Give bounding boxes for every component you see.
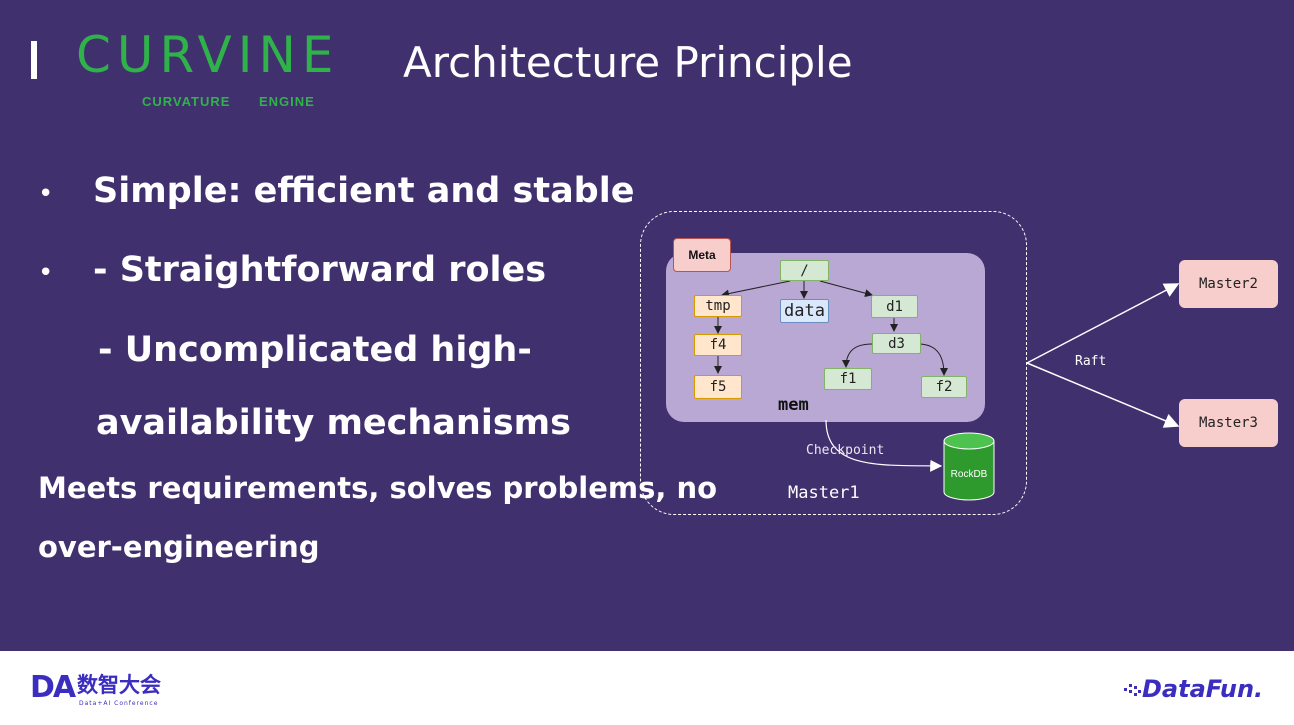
curvine-logo: CURVINE — [76, 26, 340, 84]
master1-label: Master1 — [788, 483, 860, 503]
edge-root-tmp — [721, 280, 791, 298]
bullet-marker: • — [38, 258, 54, 288]
bullet-roles: - Straightforward roles — [93, 250, 547, 290]
tree-node-f4: f4 — [694, 334, 742, 356]
meta-label-box: Meta — [673, 238, 731, 272]
diagram-connectors — [714, 280, 1180, 501]
master1-container — [640, 211, 1027, 515]
tree-node-tmp: tmp — [694, 295, 742, 317]
mem-label: mem — [778, 395, 809, 415]
tree-node-root: / — [780, 260, 829, 281]
tree-node-d3: d3 — [872, 333, 921, 354]
da-logo-sub: Data+AI Conference — [79, 700, 159, 707]
tree-node-f5: f5 — [694, 375, 742, 399]
rockdb-cylinder-icon — [943, 432, 995, 501]
summary-line2: over-engineering — [38, 530, 320, 564]
checkpoint-label: Checkpoint — [806, 443, 885, 458]
bullet-simple: Simple: efficient and stable — [93, 171, 635, 211]
tree-node-f2: f2 — [921, 376, 967, 398]
title-accent-bar — [31, 41, 37, 79]
slide: CURVINE CURVATURE ENGINE Architecture Pr… — [31, 26, 1278, 564]
datafun-dots-icon — [1124, 684, 1141, 696]
edge-raft-master2 — [1026, 283, 1180, 364]
summary-line1: Meets requirements, solves problems, no — [38, 471, 718, 505]
curvine-logo-sub-right: ENGINE — [259, 94, 315, 109]
bullet-ha-line2: availability mechanisms — [96, 403, 571, 443]
bullet-ha-line1: - Uncomplicated high- — [98, 330, 532, 370]
tree-node-f1: f1 — [824, 368, 872, 390]
rockdb-label: RockDB — [950, 469, 988, 480]
da-logo-letters: DA — [30, 670, 76, 705]
edge-checkpoint — [825, 419, 943, 472]
tree-node-d1: d1 — [871, 295, 918, 318]
master3-node: Master3 — [1179, 399, 1278, 447]
page-title: Architecture Principle — [403, 38, 853, 87]
raft-label: Raft — [1075, 354, 1107, 369]
tree-node-data: data — [780, 299, 829, 323]
datafun-logo: DataFun. — [1142, 675, 1264, 703]
bullet-marker: • — [38, 179, 54, 209]
edge-raft-master3 — [1026, 362, 1180, 428]
curvine-logo-sub-left: CURVATURE — [142, 94, 231, 109]
edge-d3-f2 — [917, 343, 948, 376]
master2-node: Master2 — [1179, 260, 1278, 308]
edge-d3-f1 — [842, 343, 873, 368]
edge-root-d1 — [819, 280, 873, 298]
da-logo-cn: 数智大会 — [77, 673, 161, 697]
footer-bar: DA 数智大会 Data+AI Conference DataFun. — [0, 651, 1294, 725]
